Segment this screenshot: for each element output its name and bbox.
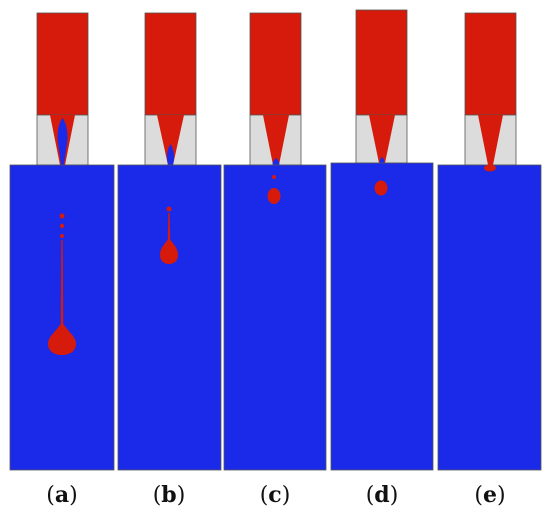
liquid-thread-in-nozzle: [57, 118, 68, 165]
primary-droplet: [374, 180, 388, 196]
outer-chamber: [117, 164, 222, 471]
primary-droplet: [48, 322, 76, 355]
panel-a: [9, 12, 115, 471]
liquid-thread: [60, 240, 64, 330]
satellite-droplet: [272, 175, 276, 179]
liquid-thread-in-nozzle: [272, 158, 280, 165]
panel-label-e: (e): [474, 482, 506, 508]
nozzle-channel: [478, 115, 503, 165]
inlet-channel: [36, 12, 89, 116]
panel-c: [223, 12, 327, 471]
liquid-thread-in-nozzle: [379, 157, 385, 163]
satellite-droplet: [59, 213, 65, 219]
satellite-droplet: [60, 234, 64, 238]
liquid-thread-in-nozzle: [166, 144, 175, 165]
panel-label-b: (b): [152, 482, 186, 508]
forming-droplet: [484, 164, 496, 172]
inlet-channel: [464, 12, 517, 116]
primary-droplet: [267, 188, 281, 204]
primary-droplet: [160, 238, 178, 264]
inlet-channel: [249, 12, 302, 116]
panel-label-d: (d): [365, 482, 399, 508]
liquid-thread: [167, 213, 171, 245]
nozzle-channel: [369, 115, 395, 163]
panel-d: [330, 9, 434, 471]
outer-chamber: [437, 164, 542, 471]
satellite-droplet: [166, 206, 172, 212]
nozzle-channel: [263, 115, 289, 165]
satellite-droplet: [59, 223, 65, 229]
panel-e: [437, 12, 542, 471]
panel-label-a: (a): [46, 482, 78, 508]
panel-label-c: (c): [259, 482, 291, 508]
outer-chamber: [330, 162, 434, 471]
inlet-channel: [355, 9, 408, 116]
nozzle-channel: [157, 115, 184, 165]
inlet-channel: [144, 12, 197, 116]
outer-chamber: [223, 164, 327, 471]
panel-b: [117, 12, 222, 471]
